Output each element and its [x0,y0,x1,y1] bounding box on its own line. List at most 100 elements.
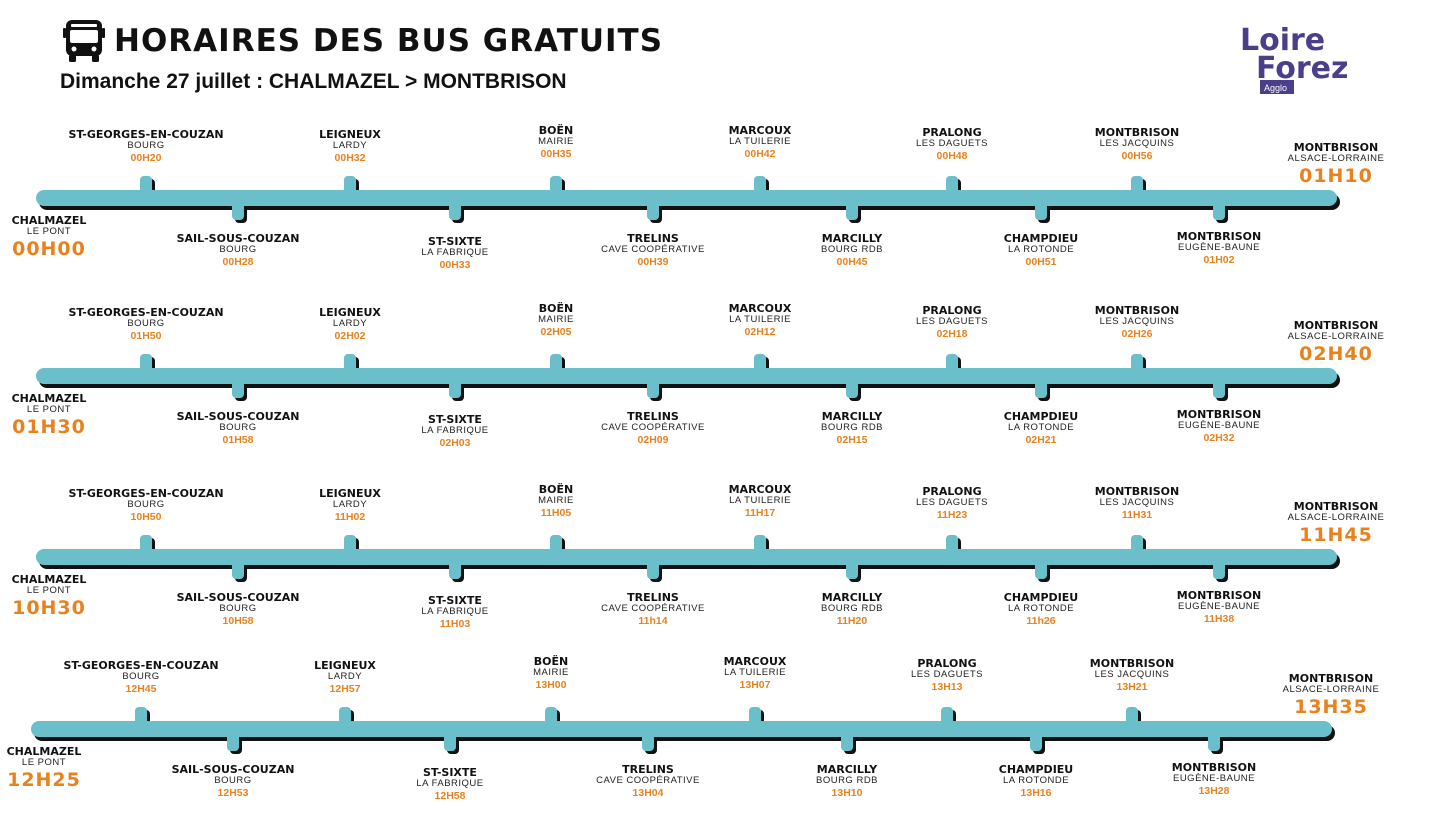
stop-name: LEIGNEUX [319,487,381,500]
start-stop-name: CHALMAZEL [11,214,87,227]
stop-name: MONTBRISON [1176,408,1262,421]
stop-name: MARCOUX [728,124,792,137]
route-line [36,176,1340,223]
stop-name: ST-GEORGES-EN-COUZAN [63,659,219,672]
stop-time: 13H07 [739,678,771,691]
stop-name: BOËN [538,124,574,137]
stop-name: ST-GEORGES-EN-COUZAN [68,128,224,141]
stop-time: 02H26 [1121,327,1153,340]
stop-name: MARCILLY [821,410,883,423]
header: HORAIRES DES BUS GRATUITS [62,18,663,64]
stop-name: ST-SIXTE [428,235,482,248]
stop-location: LES DAGUETS [910,669,984,681]
stop-location: LA ROTONDE [1007,422,1075,434]
stop-time: 02H05 [540,325,572,338]
stop-time: 11H05 [540,506,572,519]
stop-name: TRELINS [627,410,679,423]
stop-name: LEIGNEUX [314,659,376,672]
stop-location: BOURG [127,499,165,511]
stop-time: 01H50 [130,329,162,342]
stop-location: CAVE COOPÉRATIVE [596,775,700,787]
start-stop-location: LE PONT [26,226,72,238]
stop-time: 11H03 [439,617,471,630]
stop-name: SAIL-SOUS-COUZAN [176,410,300,423]
route-line-bar [36,549,1337,565]
arrival-time: 02H40 [1299,342,1373,365]
arrival-time: 11H45 [1299,523,1373,546]
end-stop-name: MONTBRISON [1293,319,1379,332]
stop-location: LES DAGUETS [915,316,989,328]
stop-name: LEIGNEUX [319,306,381,319]
departure-time: 12H25 [7,768,81,791]
stop-name: TRELINS [627,232,679,245]
stop-location: BOURG [219,244,257,256]
stop-time: 13H00 [535,678,567,691]
stop-name: MONTBRISON [1094,126,1180,139]
stop-name: MARCILLY [816,763,878,776]
departure-time: 00H00 [12,237,86,260]
stop-time: 00H45 [836,255,868,268]
stop-name: PRALONG [922,126,982,139]
stop-location: LA TUILERIE [724,667,786,679]
stop-name: ST-GEORGES-EN-COUZAN [68,487,224,500]
stop-location: LA TUILERIE [729,495,791,507]
stop-location: BOURG [219,603,257,615]
route-line [31,707,1335,754]
stop-location: EUGÈNE-BAUNE [1177,420,1260,432]
stop-name: SAIL-SOUS-COUZAN [171,763,295,776]
stop-time: 11H20 [836,614,868,627]
stop-location: EUGÈNE-BAUNE [1177,601,1260,613]
stop-name: CHAMPDIEU [1003,232,1079,245]
stop-name: ST-SIXTE [428,413,482,426]
stop-location: MAIRIE [538,314,574,326]
route-line-bar [36,190,1337,206]
end-stop-name: MONTBRISON [1293,500,1379,513]
stop-name: MARCOUX [728,302,792,315]
stop-time: 12H53 [217,786,249,799]
stop-time: 02H12 [744,325,776,338]
stop-name: MARCILLY [821,232,883,245]
stop-name: ST-GEORGES-EN-COUZAN [68,306,224,319]
stop-time: 00H39 [637,255,669,268]
stop-time: 11H02 [334,510,366,523]
stop-name: CHAMPDIEU [998,763,1074,776]
stop-time: 02H09 [637,433,669,446]
stop-location: LA TUILERIE [729,314,791,326]
stop-location: LA FABRIQUE [421,425,489,437]
stop-time: 13H16 [1020,786,1052,799]
route-line [36,354,1340,401]
stop-time: 00H28 [222,255,254,268]
stop-location: EUGÈNE-BAUNE [1177,242,1260,254]
stop-location: LES JACQUINS [1099,138,1175,150]
stop-time: 00H20 [130,151,162,164]
stop-time: 11H17 [744,506,776,519]
stop-time: 12H45 [125,682,157,695]
stop-time: 00H56 [1121,149,1153,162]
stop-name: BOËN [533,655,569,668]
stop-name: ST-SIXTE [423,766,477,779]
end-stop-location: ALSACE-LORRAINE [1282,684,1380,696]
stop-location: LARDY [332,499,368,511]
